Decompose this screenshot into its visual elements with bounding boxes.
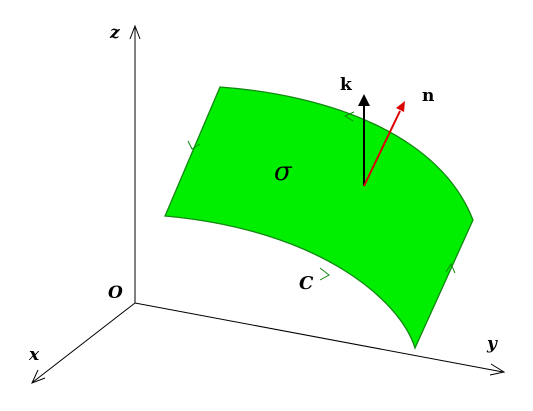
y-axis-arrowhead — [489, 363, 506, 376]
k-vector — [358, 94, 370, 186]
curve-c-label: C — [299, 273, 314, 294]
n-vector-label: n — [422, 86, 434, 106]
z-axis-label: z — [109, 23, 120, 43]
orientation-arrow-bottom-edge — [319, 267, 330, 281]
k-vector-label: k — [340, 75, 353, 95]
x-axis-label: x — [28, 345, 40, 365]
axes — [31, 24, 506, 384]
x-axis-line — [32, 302, 136, 383]
z-axis-arrowhead — [129, 24, 141, 40]
orientation-arrow-top-edge — [343, 111, 355, 122]
orientation-arrow-left-edge — [187, 140, 201, 150]
y-axis-label: y — [486, 334, 498, 354]
orientation-arrow-right-edge — [445, 262, 456, 274]
surface-sigma-label: σ — [274, 157, 293, 187]
x-axis-arrowhead — [31, 369, 46, 384]
boundary-orientation-arrows — [187, 111, 456, 281]
n-vector-shaft — [363, 110, 401, 187]
surface-sigma — [164, 86, 474, 350]
y-axis-line — [134, 302, 504, 373]
n-vector — [363, 101, 405, 187]
origin-label: O — [108, 283, 123, 303]
n-vector-arrowhead — [396, 101, 405, 112]
k-vector-arrowhead — [358, 94, 370, 106]
